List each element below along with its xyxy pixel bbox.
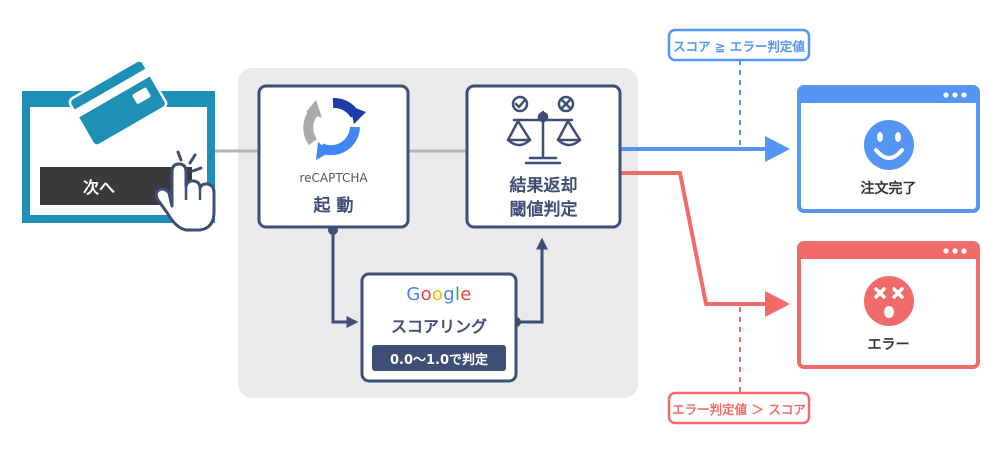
success-window — [797, 85, 980, 213]
outcome-success-label: 注文完了 — [860, 181, 917, 197]
balance-scale-icon — [506, 95, 582, 165]
error-face-icon — [864, 276, 914, 326]
smiley-face-icon — [864, 120, 914, 170]
result-label-line1: 結果返却 — [509, 175, 578, 196]
connector-recaptcha-to-scoring — [331, 230, 359, 328]
path-error — [620, 171, 768, 306]
google-letter: G — [406, 283, 421, 305]
google-letter: g — [443, 283, 455, 305]
hand-cursor-icon — [154, 150, 216, 232]
google-letter: o — [431, 283, 444, 305]
google-letter: l — [454, 283, 461, 305]
condition-error-pill — [667, 391, 811, 425]
condition-error-label: エラー判定値 ＞ スコア — [672, 401, 806, 417]
recaptcha-action-label: 起 動 — [313, 195, 354, 216]
start-screen — [22, 59, 216, 232]
recaptcha-brand-text: reCAPTCHA — [299, 171, 368, 185]
score-range-label: 0.0～1.0で判定 — [389, 352, 489, 368]
recaptcha-box — [257, 84, 410, 229]
credit-card-icon — [68, 59, 168, 147]
outcome-error-label: エラー — [867, 337, 910, 353]
google-letter: e — [460, 283, 472, 305]
connector-scoring-to-result — [516, 237, 548, 324]
result-label-line2: 閾値判定 — [509, 199, 578, 220]
next-button-label[interactable]: 次へ — [82, 178, 115, 197]
condition-success-label: スコア ≧ エラー判定値 — [673, 38, 805, 54]
condition-success-pill — [667, 28, 811, 62]
recaptcha-logo-icon — [303, 98, 366, 160]
arrowhead-success — [765, 136, 790, 162]
scoring-title: スコアリング — [390, 317, 487, 336]
error-window — [797, 241, 980, 369]
google-letter: o — [420, 283, 432, 305]
score-range-badge — [372, 345, 506, 371]
arrowhead-error — [765, 291, 790, 317]
